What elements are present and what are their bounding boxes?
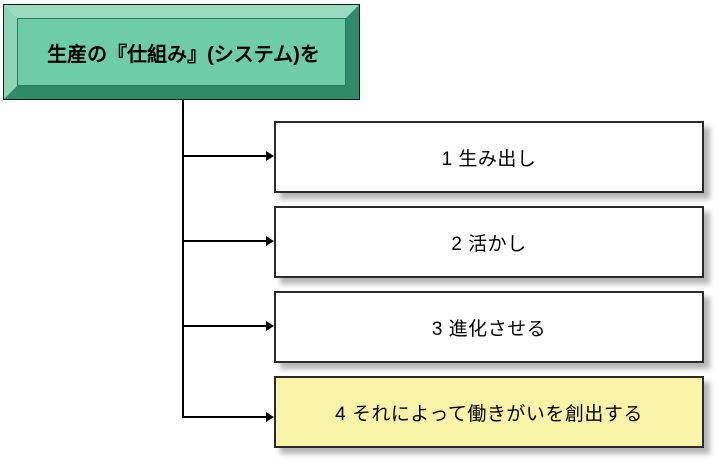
item-label-1: 1 生み出し	[441, 148, 537, 170]
connector-trunk-line	[182, 100, 184, 418]
item-label-2: 2 活かし	[451, 233, 527, 255]
connector-branch-2	[182, 240, 268, 242]
arrow-head-icon-2	[266, 236, 274, 246]
item-label-4: 4 それによって働きがいを創出する	[335, 403, 643, 425]
connector-branch-1	[182, 155, 268, 157]
header-box[interactable]: 生産の『仕組み』(システム)を	[3, 4, 360, 100]
item-box-1[interactable]: 1 生み出し	[274, 121, 704, 193]
arrow-head-icon-4	[266, 412, 274, 422]
item-box-2[interactable]: 2 活かし	[274, 206, 704, 278]
item-box-4[interactable]: 4 それによって働きがいを創出する	[274, 376, 704, 448]
item-label-3: 3 進化させる	[431, 318, 547, 340]
header-label: 生産の『仕組み』(システム)を	[47, 43, 320, 66]
arrow-head-icon-1	[266, 151, 274, 161]
header-box-inner: 生産の『仕組み』(システム)を	[17, 18, 346, 86]
connector-branch-4	[182, 416, 268, 418]
connector-branch-3	[182, 325, 268, 327]
arrow-head-icon-3	[266, 321, 274, 331]
item-box-3[interactable]: 3 進化させる	[274, 291, 704, 363]
